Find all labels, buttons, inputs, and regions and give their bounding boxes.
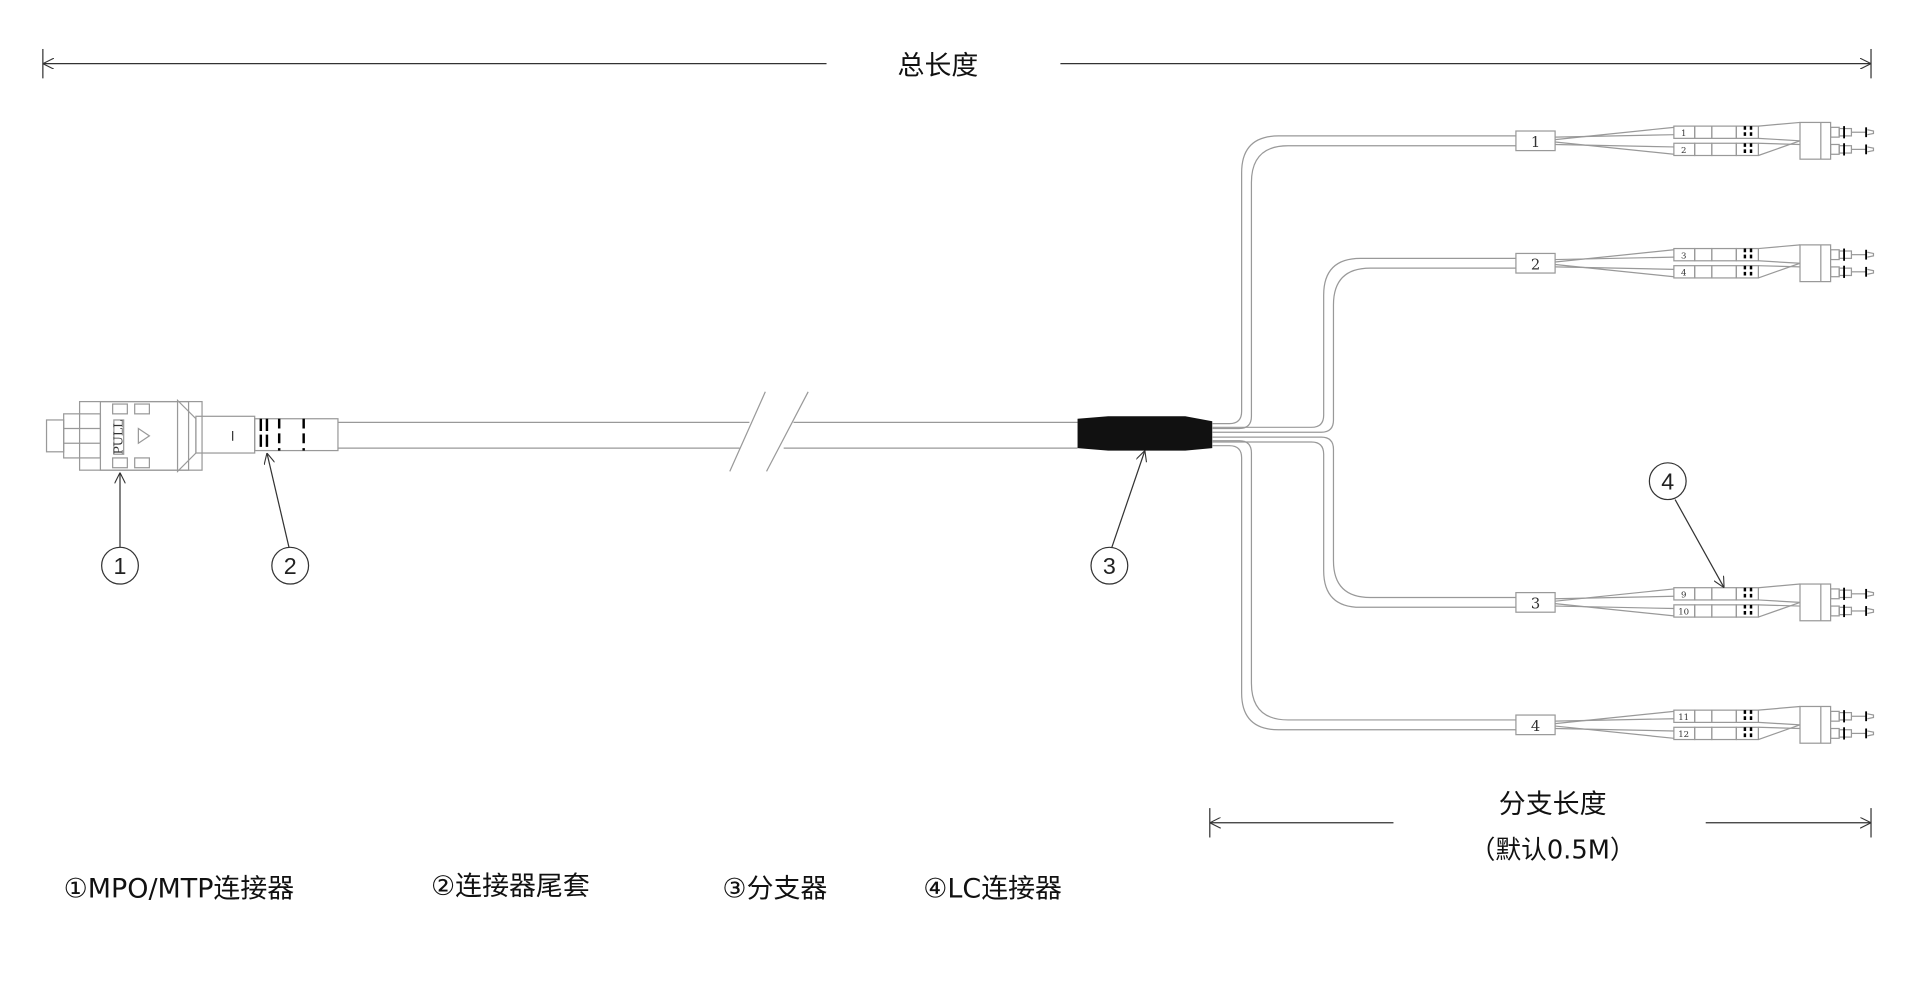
branch-2: 2 3 4: [1212, 244, 1875, 433]
branch-label-box: [1515, 714, 1556, 736]
callout-2-number: 2: [284, 553, 297, 579]
branch-cable-line: [1212, 441, 1516, 608]
lc-duplex-clip: [1799, 244, 1832, 283]
callout-2: 2: [267, 453, 310, 585]
lc-connector: 11: [1673, 705, 1875, 726]
callout-1-number: 1: [114, 553, 127, 579]
lc-duplex-clip: [1799, 705, 1832, 744]
branch-label: 1: [1531, 134, 1540, 151]
fiber-label: 4: [1681, 268, 1687, 278]
branch-cable-line: [1212, 145, 1516, 430]
lc-duplex-clip: [1799, 121, 1832, 160]
fiber-label: 9: [1681, 591, 1686, 601]
branch-label: 3: [1531, 596, 1540, 613]
callout-3-number: 3: [1103, 553, 1116, 579]
trunk-cable: [337, 391, 1078, 472]
lc-duplex-clip: [1799, 583, 1832, 622]
branch-cable-line: [1212, 135, 1516, 425]
legend-item-boot: ②连接器尾套: [431, 871, 590, 902]
branch-cable-line: [1212, 445, 1516, 731]
callout-3: 3: [1090, 451, 1145, 585]
branch-label: 2: [1531, 256, 1540, 273]
breakout-splitter: [1077, 416, 1213, 451]
branch-cable-line: [1212, 257, 1516, 428]
fiber-label: 11: [1678, 713, 1689, 723]
branch-length-label: 分支长度: [1499, 789, 1607, 820]
legend-item-mpo: ①MPO/MTP连接器: [64, 873, 295, 904]
fiber-label: 1: [1681, 129, 1686, 139]
lc-connector: 12: [1673, 724, 1875, 741]
branch-1: 1 1 2: [1212, 121, 1875, 430]
pull-label: PULL: [111, 420, 125, 455]
fiber-label: 12: [1678, 730, 1689, 740]
fiber-label: 3: [1681, 251, 1686, 261]
branch-cable-line: [1212, 267, 1516, 433]
branch-3: 3 9 10: [1212, 436, 1875, 622]
lc-connector: 3: [1673, 244, 1875, 264]
legend: ①MPO/MTP连接器 ②连接器尾套 ③分支器 ④LC连接器: [64, 871, 1062, 904]
lc-connector: 1: [1673, 121, 1875, 142]
total-length-dimension: 总长度: [42, 48, 1872, 82]
mpo-connector: PULL: [45, 398, 339, 473]
branch-label: 4: [1531, 718, 1540, 735]
callout-1: 1: [101, 472, 139, 585]
lc-connector: 4: [1673, 262, 1875, 279]
callout-4-number: 4: [1661, 469, 1674, 495]
branch-label-box: [1515, 591, 1556, 613]
branch-label-box: [1515, 252, 1556, 274]
legend-item-splitter: ③分支器: [722, 873, 827, 904]
fiber-label: 10: [1678, 608, 1689, 618]
branch-cable-line: [1212, 440, 1516, 721]
legend-item-lc: ④LC连接器: [923, 873, 1062, 904]
fiber-label: 2: [1681, 146, 1686, 156]
callout-4: 4: [1648, 462, 1724, 588]
lc-connector: 2: [1673, 140, 1875, 157]
total-length-label: 总长度: [898, 51, 979, 82]
branch-label-box: [1515, 130, 1556, 152]
lc-connector: 9: [1673, 583, 1875, 604]
branch-4: 4 11 12: [1212, 440, 1875, 744]
branch-cable-line: [1212, 436, 1516, 599]
lc-connector: 10: [1673, 601, 1875, 618]
branch-length-default: （默认0.5M）: [1470, 835, 1636, 865]
branch-length-dimension: 分支长度 （默认0.5M）: [1209, 789, 1872, 865]
